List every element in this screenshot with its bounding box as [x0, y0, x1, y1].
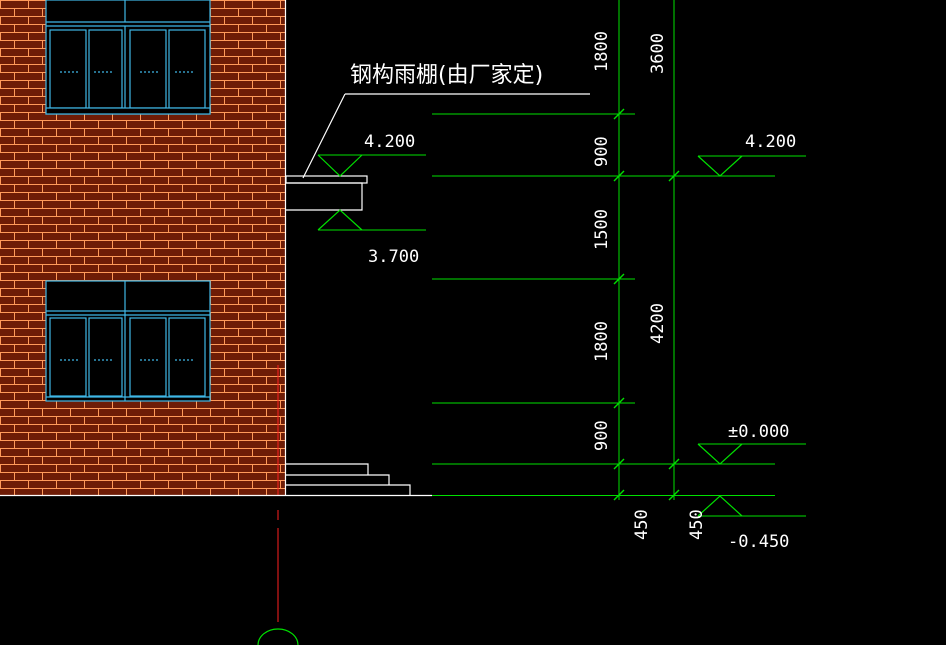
elevation-symbol-icon: [697, 155, 743, 177]
canopy-note: 钢构雨棚(由厂家定): [350, 63, 543, 88]
dim-inner-450: 450: [632, 509, 652, 540]
upper-window: [45, 0, 211, 115]
level-outdoor: -0.450: [728, 532, 789, 552]
level-floor-top: 4.200: [745, 132, 796, 152]
level-ground: ±0.000: [728, 422, 789, 442]
axis-bubble-icon: [257, 628, 299, 645]
level-canopy-top: 4.200: [364, 132, 415, 152]
dim-outer-4200: 4200: [648, 303, 668, 344]
dim-inner-1800-top: 1800: [592, 31, 612, 72]
elevation-symbol-icon: [317, 154, 363, 177]
elevation-symbol-icon: [317, 209, 363, 231]
level-canopy-bottom: 3.700: [368, 247, 419, 267]
dim-inner-1500: 1500: [592, 209, 612, 250]
elevation-symbol-icon: [697, 443, 743, 465]
dim-outer-450: 450: [687, 509, 707, 540]
dim-inner-1800-bottom: 1800: [592, 321, 612, 362]
dim-inner-900-bottom: 900: [592, 420, 612, 451]
steel-canopy: [285, 93, 590, 211]
elevation-symbol-icon: [697, 495, 743, 517]
entrance-steps: [286, 463, 411, 495]
lower-window: [45, 280, 211, 402]
dimension-lines: [318, 0, 806, 517]
dim-inner-900-top: 900: [592, 136, 612, 167]
dimension-ticks: [613, 108, 680, 501]
dim-outer-3600: 3600: [648, 33, 668, 74]
elevation-symbols: [317, 154, 743, 517]
